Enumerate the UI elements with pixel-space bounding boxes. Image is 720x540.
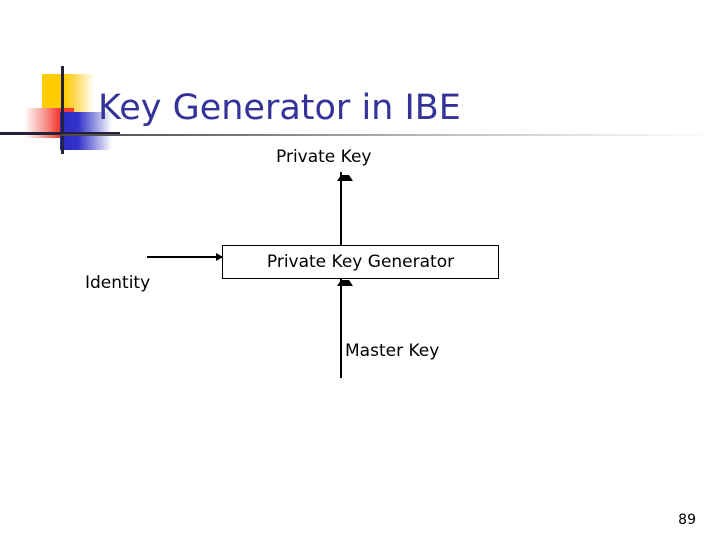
page-number: 89: [678, 512, 696, 528]
connector-generator-to-private-key: [340, 172, 342, 248]
private-key-generator-box: Private Key Generator: [222, 245, 499, 279]
logo-horizontal-line: [0, 132, 120, 135]
logo-yellow-square: [42, 74, 94, 114]
arrowhead-up-master-key-icon: [337, 275, 353, 286]
decorative-logo: [0, 66, 120, 154]
arrowhead-up-private-key-icon: [337, 170, 353, 181]
private-key-generator-label: Private Key Generator: [266, 252, 455, 272]
page-title: Key Generator in IBE: [98, 88, 461, 128]
title-divider: [60, 134, 720, 136]
label-identity: Identity: [85, 273, 151, 293]
logo-vertical-line: [61, 66, 64, 154]
label-private-key: Private Key: [276, 147, 372, 167]
logo-blue-square: [60, 112, 112, 150]
arrowhead-right-identity-icon: [216, 253, 223, 261]
connector-master-key-to-generator: [340, 277, 342, 378]
connector-identity-to-generator: [147, 256, 224, 258]
label-master-key: Master Key: [345, 341, 440, 361]
